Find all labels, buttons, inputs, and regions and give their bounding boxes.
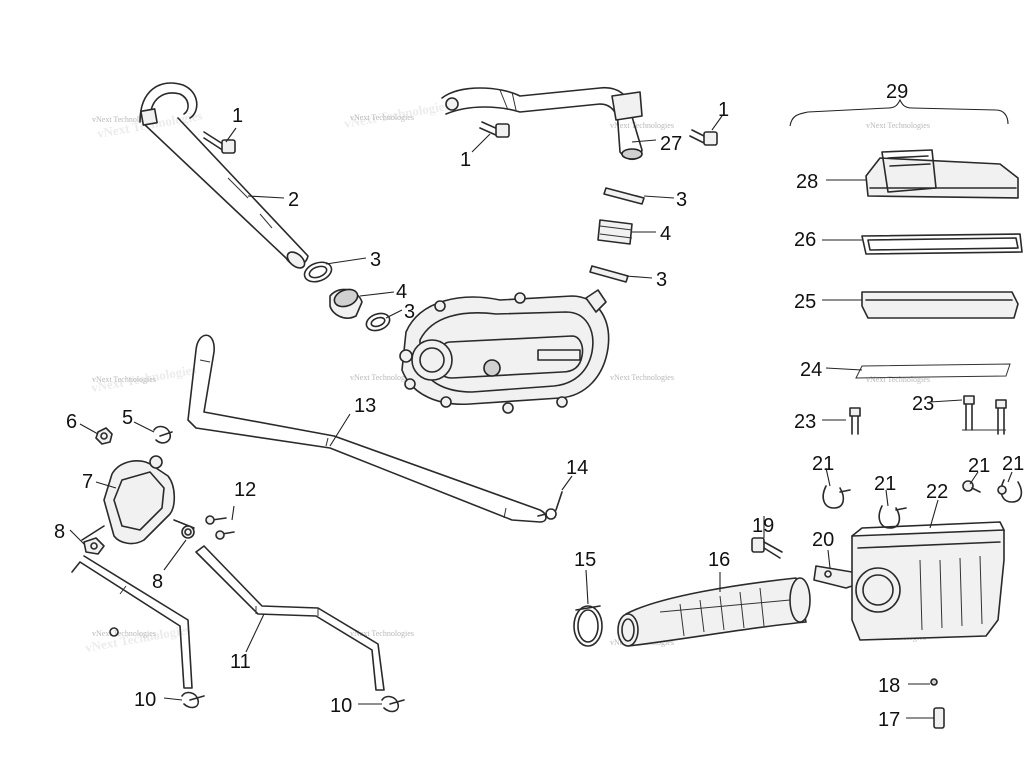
callout-8: 8	[54, 521, 65, 543]
part-8-fittings	[83, 525, 195, 555]
watermark-text: vNext Technologies	[350, 373, 414, 382]
part-19-bolt	[751, 537, 783, 559]
clip-10b	[381, 695, 405, 713]
watermark-text: vNext Technologies	[866, 375, 930, 384]
callout-10: 10	[134, 689, 156, 711]
callout-17: 17	[878, 709, 900, 731]
callout-7: 7	[82, 471, 93, 493]
fitting-8b	[181, 525, 195, 539]
part-29-assembly-bracket	[789, 98, 1009, 127]
part-27-intake-hose	[441, 86, 643, 161]
watermark-text: vNext Technologies	[350, 113, 414, 122]
callout-12: 12	[234, 479, 256, 501]
callout-3: 3	[404, 301, 415, 323]
clip-21a	[822, 485, 851, 509]
part-26-gasket	[861, 233, 1023, 255]
fitting-8a	[83, 537, 105, 555]
callout-10: 10	[330, 695, 352, 717]
part-25-filter-frame	[861, 291, 1019, 319]
part-6-nut	[95, 427, 113, 445]
clip-21b	[878, 505, 907, 529]
part-2-duct-hose	[139, 82, 309, 269]
parts-3-4-clamps-right	[589, 187, 645, 283]
callout-21: 21	[812, 453, 834, 475]
callout-19: 19	[752, 515, 774, 537]
callout-23: 23	[794, 411, 816, 433]
callout-13: 13	[354, 395, 376, 417]
part-12-bolts	[205, 515, 235, 540]
watermark-text: vNext Technologies	[84, 622, 192, 655]
bolt-1a	[203, 131, 236, 154]
callout-3: 3	[370, 249, 381, 271]
callout-15: 15	[574, 549, 596, 571]
callout-4: 4	[660, 223, 671, 245]
watermark-text: vNext Technologies	[610, 121, 674, 130]
callout-27: 27	[660, 133, 682, 155]
clip-21d	[997, 479, 1023, 503]
callout-22: 22	[926, 481, 948, 503]
bolt-1b	[479, 121, 510, 138]
part-23-bolts	[849, 395, 1007, 435]
watermark-text: vNext Technologies	[92, 629, 156, 638]
part-17-plug	[933, 707, 945, 729]
watermark-text: vNext Technologies	[866, 121, 930, 130]
callout-21: 21	[968, 455, 990, 477]
hose-lower-left	[71, 555, 193, 689]
callout-2: 2	[288, 189, 299, 211]
part-18-small-pin	[930, 678, 938, 686]
callout-21: 21	[874, 473, 896, 495]
callout-25: 25	[794, 291, 816, 313]
callout-4: 4	[396, 281, 407, 303]
callout-5: 5	[122, 407, 133, 429]
bolt-23b	[962, 395, 1007, 435]
watermark-text: vNext Technologies	[92, 375, 156, 384]
parts-3-4-clamps-left	[303, 261, 391, 332]
part-14-clip	[537, 491, 563, 520]
leader-lines	[69, 115, 1013, 719]
clip-10a	[181, 691, 205, 709]
callout-26: 26	[794, 229, 816, 251]
callout-1: 1	[460, 149, 471, 171]
part-11-hose	[195, 545, 385, 691]
part-5-clamp	[153, 425, 173, 444]
callout-14: 14	[566, 457, 588, 479]
part-21-clips	[822, 479, 1023, 529]
watermark-text: vNext Technologies	[92, 115, 156, 124]
callout-24: 24	[800, 359, 822, 381]
part-13-long-tube	[187, 334, 547, 523]
callout-20: 20	[812, 529, 834, 551]
watermark-text: vNext Technologies	[610, 373, 674, 382]
callout-28: 28	[796, 171, 818, 193]
part-28-airbox-lid	[865, 149, 1019, 199]
part-24-filter	[855, 363, 1011, 379]
callout-1: 1	[718, 99, 729, 121]
cvt-cover	[399, 289, 610, 414]
bolt-23a	[849, 407, 861, 435]
callout-1: 1	[232, 105, 243, 127]
callout-23: 23	[912, 393, 934, 415]
part-15-clamp	[573, 605, 603, 647]
bolt-1c	[689, 129, 718, 146]
callout-labels: 1 1 1 2 3 3 3 3 4 4 5 6 7 8 8 10 10 11 1…	[54, 81, 1024, 731]
part-10-clips	[181, 691, 405, 713]
watermark-text: vNext Technologies	[350, 629, 414, 638]
callout-16: 16	[708, 549, 730, 571]
part-22-airbox-lower	[851, 521, 1005, 641]
callout-3: 3	[676, 189, 687, 211]
callout-11: 11	[230, 651, 251, 673]
part-1-bolts	[203, 121, 718, 154]
part-7-bracket	[81, 455, 195, 545]
callout-18: 18	[878, 675, 900, 697]
part-16-intake-boot	[617, 577, 811, 647]
callout-3: 3	[656, 269, 667, 291]
callout-6: 6	[66, 411, 77, 433]
callout-8: 8	[152, 571, 163, 593]
callout-29: 29	[886, 81, 908, 103]
callout-21: 21	[1002, 453, 1024, 475]
